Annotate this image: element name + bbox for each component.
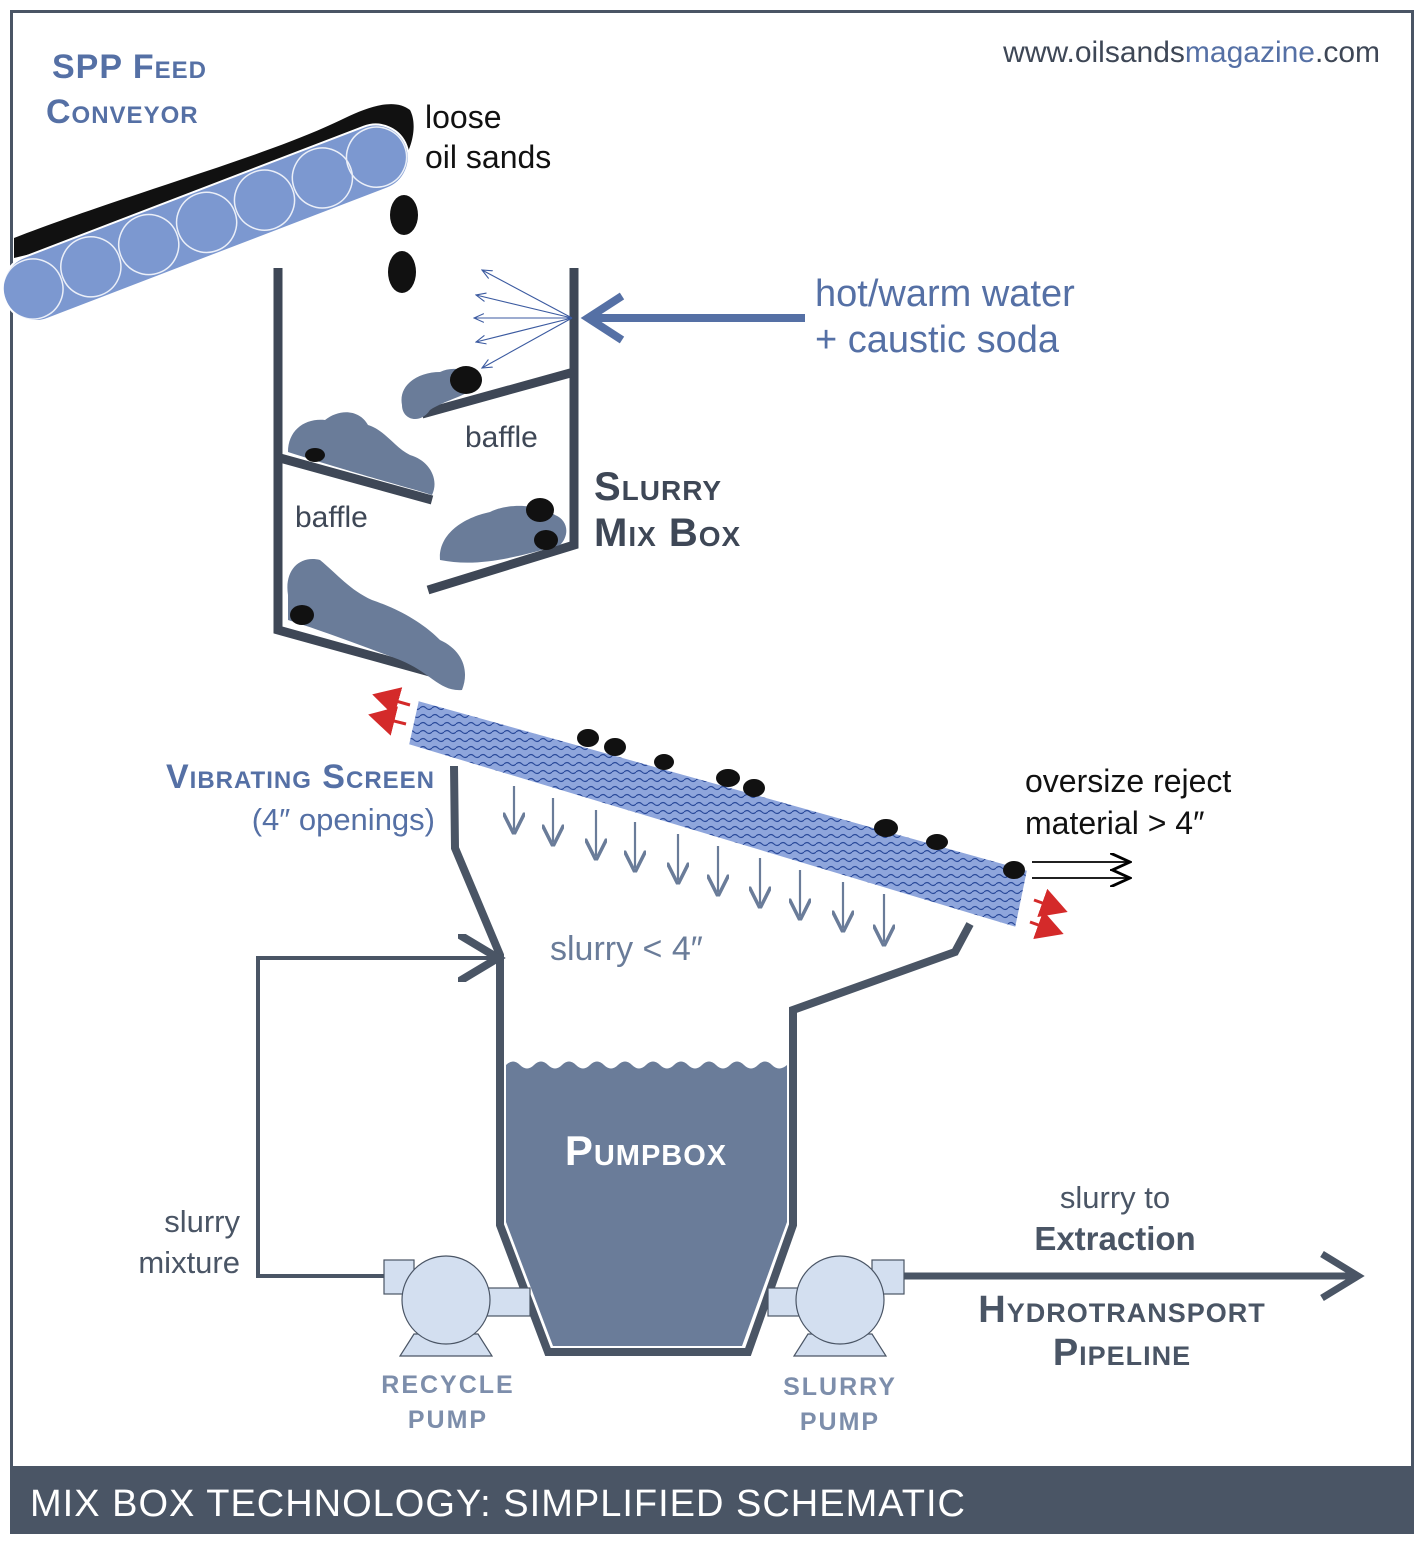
water-inlet-arrow xyxy=(580,292,805,344)
lower-baffle xyxy=(278,453,434,505)
mixture-label-1: slurry xyxy=(164,1204,240,1239)
extraction-label-2: Extraction xyxy=(1034,1220,1195,1257)
screen-underflow-arrows xyxy=(514,786,884,942)
water-label-1: hot/warm water xyxy=(815,273,1075,315)
mixbox-label-2: Mix Box xyxy=(594,511,741,555)
vibrating-screen xyxy=(406,698,1030,930)
conveyor-label-2: Conveyor xyxy=(46,93,199,131)
slurry-pump-label-2: PUMP xyxy=(800,1408,880,1436)
falling-lump xyxy=(388,251,416,293)
screen-label-2: (4″ openings) xyxy=(252,802,435,837)
mixbox-label-1: Slurry xyxy=(594,465,722,509)
conveyor-label-1: SPP Feed xyxy=(52,48,207,86)
slurry-small-label: slurry < 4″ xyxy=(550,930,703,968)
slurry-pump xyxy=(767,1255,905,1357)
oil-sand-layer xyxy=(14,104,414,258)
reject-arrows xyxy=(1032,862,1130,878)
loose-label-2: oil sands xyxy=(425,139,551,175)
recycle-pump-label-2: PUMP xyxy=(408,1406,488,1434)
water-spray xyxy=(474,270,573,368)
pipeline-arrow xyxy=(904,1251,1365,1301)
pumpbox-slurry xyxy=(506,1061,787,1346)
footer-title: MIX BOX TECHNOLOGY: SIMPLIFIED SCHEMATIC xyxy=(30,1483,966,1525)
extraction-label-1: slurry to xyxy=(1060,1180,1170,1215)
loose-label-1: loose xyxy=(425,99,502,135)
reject-label-1: oversize reject xyxy=(1025,763,1231,799)
baffle-label-upper: baffle xyxy=(465,421,538,454)
screen-label-1: Vibrating Screen xyxy=(166,758,435,796)
mix-box xyxy=(273,268,579,677)
pipeline-label-1: Hydrotransport xyxy=(978,1289,1265,1331)
water-label-2: + caustic soda xyxy=(815,319,1060,361)
oil-sand-chunks xyxy=(290,366,558,625)
footer-band xyxy=(10,1466,1414,1534)
upper-baffle xyxy=(420,367,576,419)
falling-lump xyxy=(390,195,418,235)
pumpbox-label: Pumpbox xyxy=(565,1127,727,1174)
hopper-walls xyxy=(450,765,974,1356)
recycle-pump xyxy=(383,1255,531,1357)
screen-oversize-rocks xyxy=(577,729,1025,879)
conveyor-belt xyxy=(1,123,410,322)
vibration-arrows xyxy=(368,687,1068,940)
recycle-pump-label-1: RECYCLE xyxy=(381,1371,514,1399)
feed-conveyor xyxy=(1,104,414,322)
slurry-pump-label-1: SLURRY xyxy=(783,1373,897,1401)
mixture-label-2: mixture xyxy=(138,1245,240,1280)
pipeline-label-2: Pipeline xyxy=(1053,1332,1191,1374)
website-url: www.oilsandsmagazine.com xyxy=(1002,36,1380,69)
recycle-line xyxy=(256,958,494,1278)
reject-label-2: material > 4″ xyxy=(1025,805,1204,841)
baffle-label-lower: baffle xyxy=(295,501,368,534)
